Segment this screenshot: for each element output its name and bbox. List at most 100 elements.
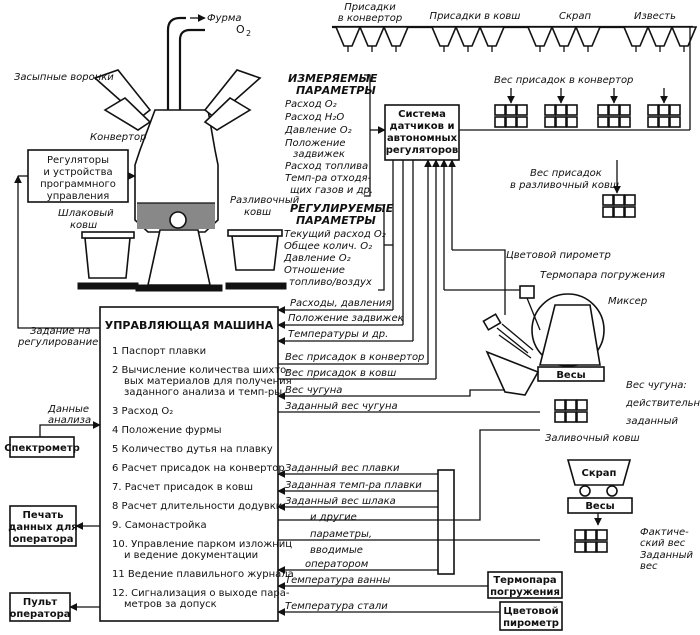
hopper-funnel	[526, 26, 554, 47]
signal-entered: вводимые	[310, 545, 363, 556]
thermocouple-label: Термопара погружения	[540, 270, 665, 281]
measured-parameters: ИЗМЕРЯЕМЫЕ ПАРАМЕТРЫ Расход O₂ Расход H₂…	[284, 72, 386, 197]
control-machine-title: УПРАВЛЯЮЩАЯ МАШИНА	[105, 319, 274, 332]
machine-function-12-cont: метров за допуск	[124, 599, 217, 610]
sensors-line-1: Система	[398, 109, 446, 120]
machine-function-2-cont: вых материалов для получения	[124, 376, 292, 387]
machine-function-3: 3 Расход O₂	[112, 406, 173, 417]
signal-valves: Положение задвижек	[288, 313, 404, 324]
analysis-label-2: анализа	[48, 415, 91, 426]
hopper-funnel	[478, 26, 506, 47]
hopper-funnel	[646, 26, 674, 47]
additive-hoppers-row	[332, 25, 698, 52]
sensors-line-3: автономных	[387, 133, 458, 144]
lance-o2-sub: 2	[246, 29, 251, 38]
machine-function-9: 9. Самонастройка	[112, 520, 207, 531]
weight-ladle-label-2: в разливочный ковш	[510, 180, 619, 191]
signal-slag-weight: Заданный вес шлака	[285, 496, 396, 507]
print-line-2: данных для	[8, 522, 77, 533]
weigh-counter	[597, 104, 631, 128]
hopper-funnel	[574, 26, 602, 47]
regulators-line-3: программного	[40, 179, 116, 190]
regulators-line-4: управления	[47, 191, 109, 202]
signal-ladle-additives: Вес присадок в ковш	[285, 368, 396, 379]
converter-assembly	[77, 14, 287, 292]
mixer-assembly	[482, 285, 605, 396]
weigh-counter	[544, 104, 578, 128]
signal-params: параметры,	[310, 529, 372, 540]
regulated-title-1: РЕГУЛИРУЕМЫЕ	[290, 202, 394, 215]
slag-ladle-label-2: ковш	[70, 220, 97, 231]
converter-weigh-scales	[494, 88, 681, 128]
measured-item: Давление O₂	[284, 125, 352, 136]
iron-weight-given: заданный	[626, 416, 678, 427]
additive-label-lime: Известь	[634, 11, 676, 22]
scrap-scales-label: Весы	[585, 501, 614, 512]
hopper-funnel	[358, 26, 386, 47]
measured-item: Расход H₂O	[285, 112, 344, 123]
print-data-box	[9, 505, 77, 547]
hopper-funnel	[622, 26, 650, 47]
color-pyrometer-label: Цветовой пирометр	[506, 250, 611, 261]
charging-hoppers-label: Засыпные воронки	[14, 72, 114, 83]
hopper-funnel	[454, 26, 482, 47]
converter-label: Конвертор	[90, 132, 146, 143]
setpoint-label-2: регулирование	[17, 337, 98, 348]
regulators-line-2: и устройства	[43, 167, 112, 178]
console-line-2: оператора	[9, 609, 70, 620]
machine-function-4: 4 Положение фурмы	[112, 425, 221, 436]
hopper-funnel	[670, 26, 698, 47]
mixer-label: Миксер	[608, 296, 647, 307]
iron-weight-counters	[554, 399, 588, 423]
measured-item: задвижек	[293, 149, 345, 160]
signal-temps: Температуры и др.	[288, 329, 388, 340]
pour-ladle-label-1: Разливочный	[230, 195, 300, 206]
regulated-item: Общее колич. O₂	[284, 240, 372, 252]
scrap-actual-1: Фактиче-	[640, 527, 689, 538]
iron-counter-actual	[554, 399, 588, 423]
pyrometer-box-2: пирометр	[503, 618, 559, 629]
measured-title-2: ПАРАМЕТРЫ	[296, 84, 376, 97]
hopper-funnel	[334, 26, 362, 47]
additive-label-scrap: Скрап	[559, 11, 591, 22]
scrap-label: Скрап	[582, 468, 617, 479]
sensors-system-box	[384, 104, 460, 161]
signal-operator: оператором	[305, 559, 369, 570]
signal-bath-temp: Температура ванны	[285, 575, 390, 586]
regulated-title-2: ПАРАМЕТРЫ	[296, 214, 376, 227]
additive-label-ladle: Присадки в ковш	[430, 11, 521, 22]
measured-item: Расход O₂	[285, 99, 337, 110]
hopper-funnel	[382, 26, 410, 47]
signal-heat-weight: Заданный вес плавки	[285, 463, 400, 474]
ladle-weigh-scales	[602, 160, 636, 218]
scrap-counter	[574, 529, 608, 553]
regulated-item: Текущий расход O₂	[284, 229, 386, 240]
regulated-item: Отношение	[284, 265, 345, 276]
measured-title-1: ИЗМЕРЯЕМЫЕ	[288, 72, 378, 85]
signal-iron-given: Заданный вес чугуна	[285, 401, 398, 412]
additive-label-converter-2: в конвертор	[338, 13, 402, 24]
hopper-funnel	[550, 26, 578, 47]
regulated-item: топливо/воздух	[289, 277, 372, 288]
scrap-given-1: Заданный	[640, 550, 694, 561]
machine-signal-lines	[277, 306, 540, 616]
signal-converter-additives: Вес присадок в конвертор	[285, 352, 424, 363]
scrap-actual-2: ский вес	[640, 538, 686, 549]
pour-ladle-label-2: ковш	[244, 207, 271, 218]
measured-item: щих газов и др.	[290, 185, 373, 196]
print-line-3: оператора	[12, 534, 73, 545]
weigh-counter	[602, 194, 636, 218]
lance-o2-label: O	[236, 23, 245, 36]
thermocouple-box	[487, 571, 563, 599]
machine-function-2: 2 Вычисление количества шихто-	[112, 365, 290, 376]
pouring-ladle-label: Заливочный ковш	[545, 433, 640, 444]
weigh-counter	[647, 104, 681, 128]
regulated-item: Давление O₂	[283, 253, 351, 264]
control-machine-box	[99, 306, 279, 622]
machine-function-7: 7. Расчет присадок в ковш	[112, 482, 253, 493]
analysis-label-1: Данные	[47, 404, 89, 415]
machine-function-12: 12. Сигнализация о выходе пара-	[112, 588, 290, 599]
machine-function-5: 5 Количество дутья на плавку	[112, 444, 273, 455]
measured-item: Темп-ра отходя-	[285, 173, 372, 184]
